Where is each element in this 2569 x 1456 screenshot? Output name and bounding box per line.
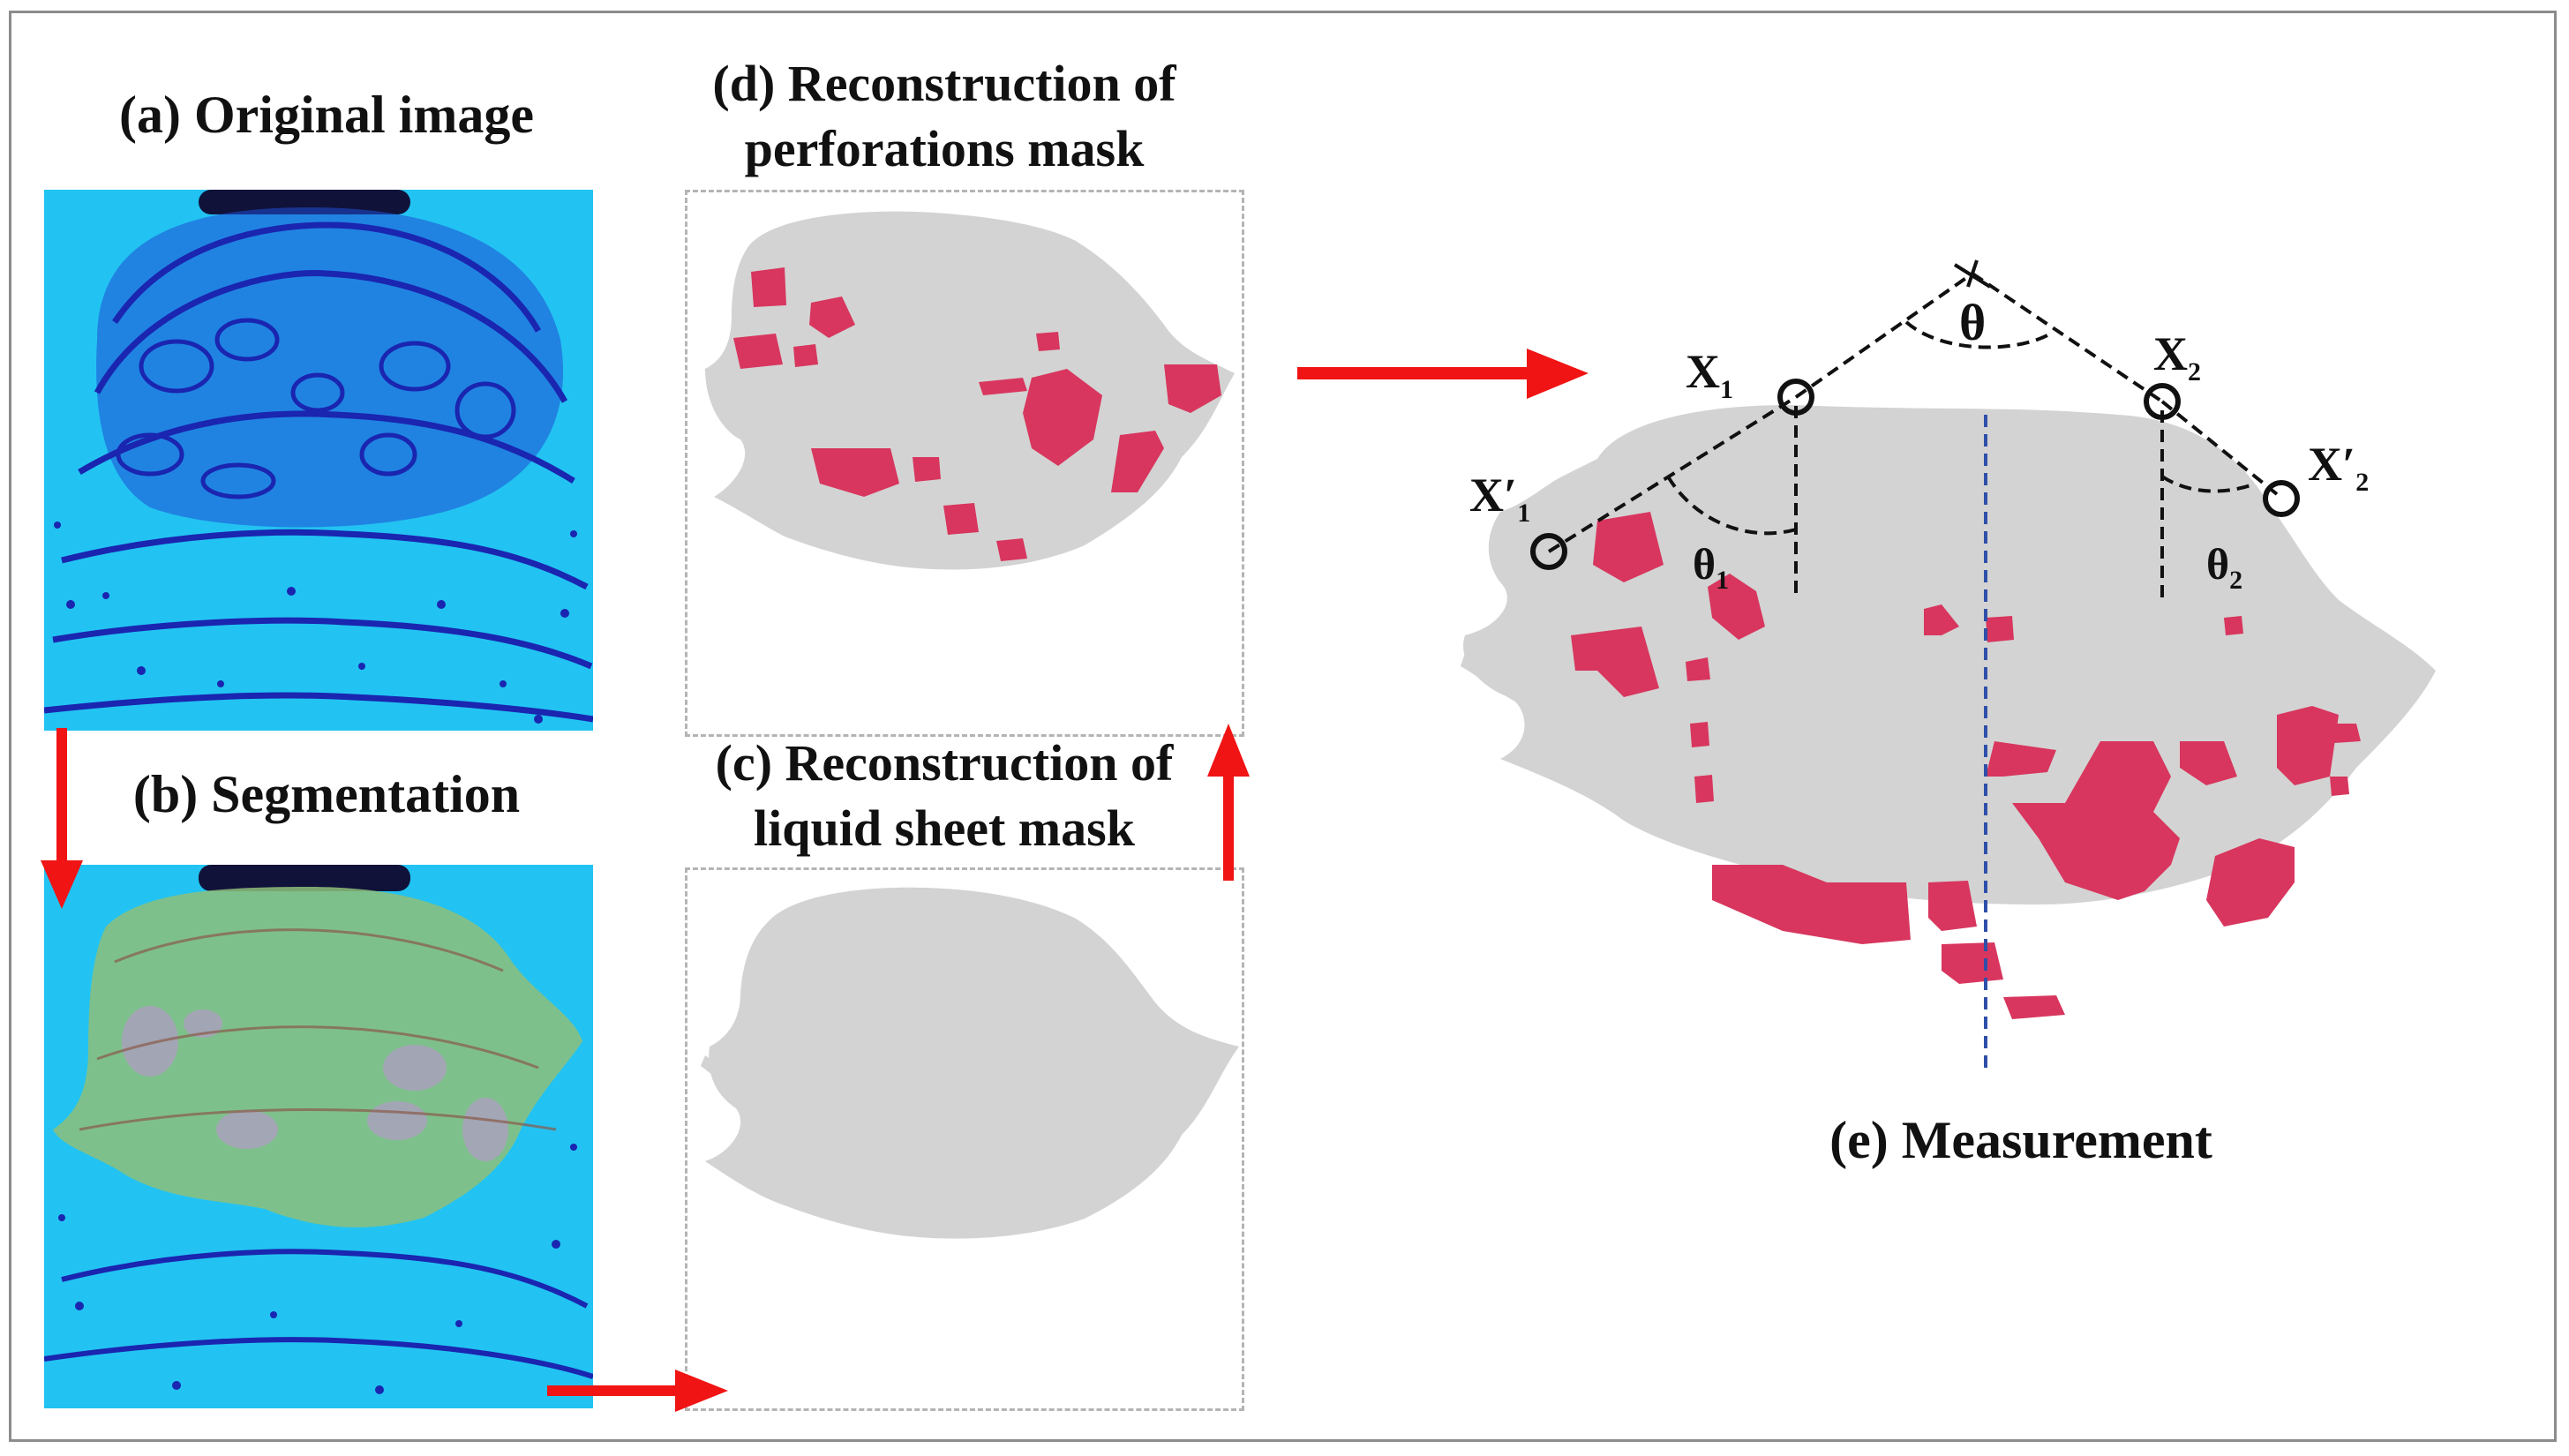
original-image-graphic [44, 190, 593, 731]
arrow-b-to-c [547, 1370, 728, 1412]
segmentation-image-graphic [44, 865, 593, 1408]
panel-c-title-line2: liquid sheet mask [754, 799, 1135, 857]
point-x1-prime-label: X′1 [1469, 469, 1531, 528]
panel-b-title: (b) Segmentation [132, 765, 521, 823]
point-x2-prime-label: X′2 [2308, 438, 2370, 497]
panel-c-title-line1: (c) Reconstruction of [715, 734, 1174, 792]
measurement-graphic [1461, 259, 2436, 1068]
panel-d-title: (d) Reconstruction of perforations mask [671, 51, 1218, 182]
arrow-c-to-d [1207, 724, 1250, 881]
panel-e-title: (e) Measurement [1829, 1111, 2212, 1169]
panel-c-title: (c) Reconstruction of liquid sheet mask [671, 731, 1218, 861]
original-image [44, 190, 593, 731]
perforations-mask-panel [685, 190, 1244, 737]
point-x2-label: X2 [2153, 327, 2201, 387]
panel-d-title-line1: (d) Reconstruction of [712, 55, 1176, 112]
segmentation-image [44, 865, 593, 1408]
liquid-sheet-mask-panel [685, 867, 1244, 1411]
arrow-d-to-e [1297, 349, 1589, 399]
angle-theta1-label: θ1 [1693, 539, 1730, 595]
angle-theta2-label: θ2 [2206, 539, 2243, 595]
liquid-sheet-mask-graphic [701, 887, 1239, 1239]
measurement-panel: X1 X2 X′1 X′2 θ θ1 θ2 [1447, 247, 2533, 1112]
figure-frame [9, 11, 2557, 1442]
angle-theta-label: θ [1959, 294, 1987, 351]
panel-d-title-line2: perforations mask [744, 120, 1145, 177]
panel-a-title: (a) Original image [119, 86, 534, 144]
point-x1-label: X1 [1686, 345, 1733, 404]
arrow-a-to-b [41, 728, 83, 909]
perforations-mask-graphic [705, 211, 1235, 570]
